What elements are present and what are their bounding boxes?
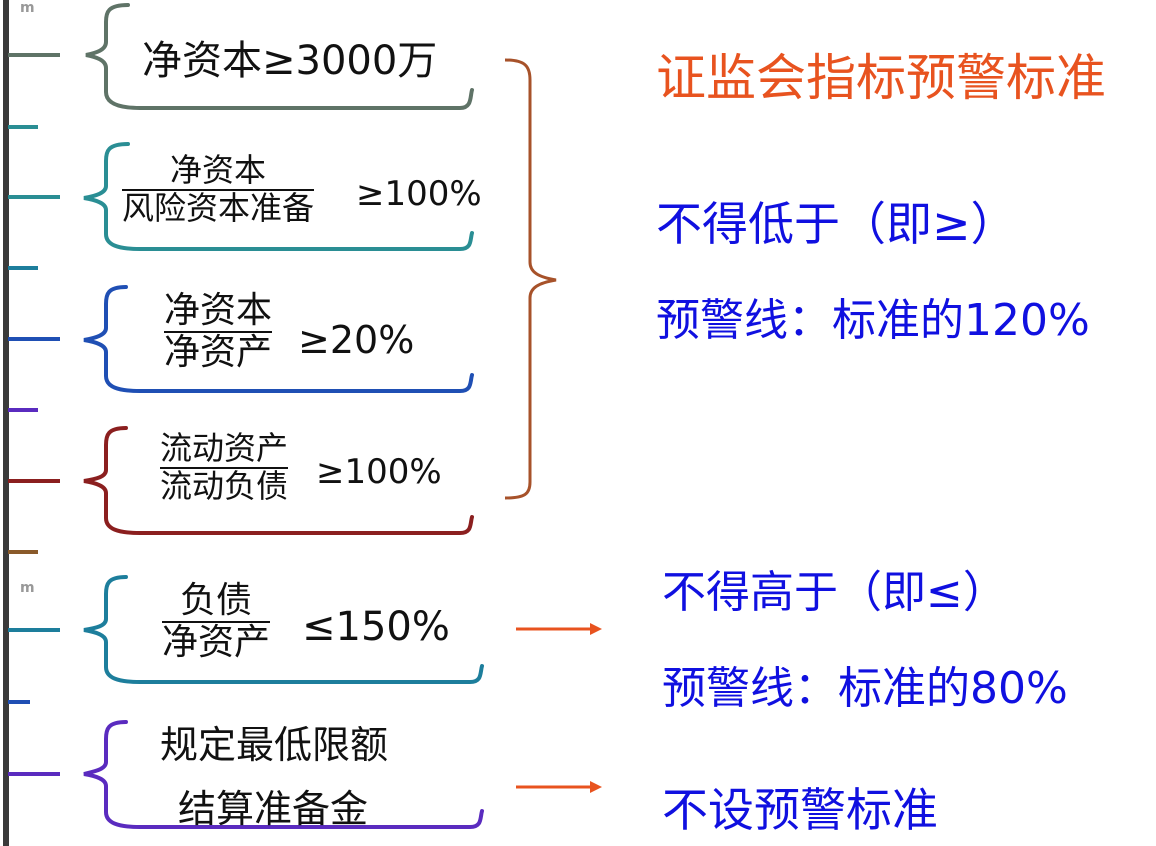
- capital-assets-denominator: 净资产: [164, 331, 273, 373]
- risk-ratio-comparison: ≥100%: [356, 174, 482, 214]
- note-no-warning: 不设预警标准: [662, 783, 938, 837]
- indicator-risk-ratio: 净资本 风险资本准备: [122, 151, 315, 227]
- capital-assets-numerator: 净资本: [164, 290, 273, 331]
- risk-ratio-denominator: 风险资本准备: [122, 188, 315, 227]
- brace-5: [83, 575, 484, 684]
- fraction-bar: [160, 466, 289, 469]
- brace-6: [83, 720, 484, 829]
- fraction-bar: [162, 620, 271, 623]
- indicator-reserve-line2: 结算准备金: [178, 787, 369, 831]
- indicator-net-capital: 净资本≥3000万: [142, 38, 438, 84]
- group-brace: [504, 58, 557, 500]
- page-title: 证监会指标预警标准: [656, 49, 1106, 107]
- risk-ratio-numerator: 净资本: [170, 151, 267, 189]
- corner-mark-lower: m: [20, 580, 35, 596]
- note-not-higher: 不得高于（即≤）: [662, 567, 1007, 618]
- brace-4: [83, 426, 474, 535]
- capital-assets-comparison: ≥20%: [298, 318, 415, 362]
- debt-ratio-comparison: ≤150%: [302, 604, 450, 650]
- liquidity-numerator: 流动资产: [160, 429, 289, 467]
- fraction-bar: [164, 330, 273, 333]
- spine-ticks: [8, 53, 60, 776]
- debt-ratio-denominator: 净资产: [162, 621, 271, 663]
- corner-mark-top: m: [20, 0, 35, 16]
- liquidity-denominator: 流动负债: [160, 466, 289, 505]
- arrow-1: [516, 623, 602, 635]
- debt-ratio-numerator: 负债: [180, 580, 253, 621]
- indicator-liquidity: 流动资产 流动负债: [160, 429, 289, 505]
- brace-3: [83, 285, 474, 393]
- indicator-reserve-line1: 规定最低限额: [160, 723, 389, 767]
- indicator-capital-to-assets: 净资本 净资产: [164, 290, 273, 373]
- note-warning-120: 预警线：标准的120%: [656, 295, 1090, 346]
- liquidity-comparison: ≥100%: [316, 452, 442, 492]
- arrow-2: [516, 781, 602, 793]
- note-warning-80: 预警线：标准的80%: [662, 663, 1068, 714]
- indicator-debt-ratio: 负债 净资产: [162, 580, 271, 663]
- note-not-lower: 不得低于（即≥）: [656, 197, 1017, 251]
- fraction-bar: [122, 188, 315, 191]
- brace-1: [85, 3, 474, 110]
- brace-2: [83, 142, 474, 251]
